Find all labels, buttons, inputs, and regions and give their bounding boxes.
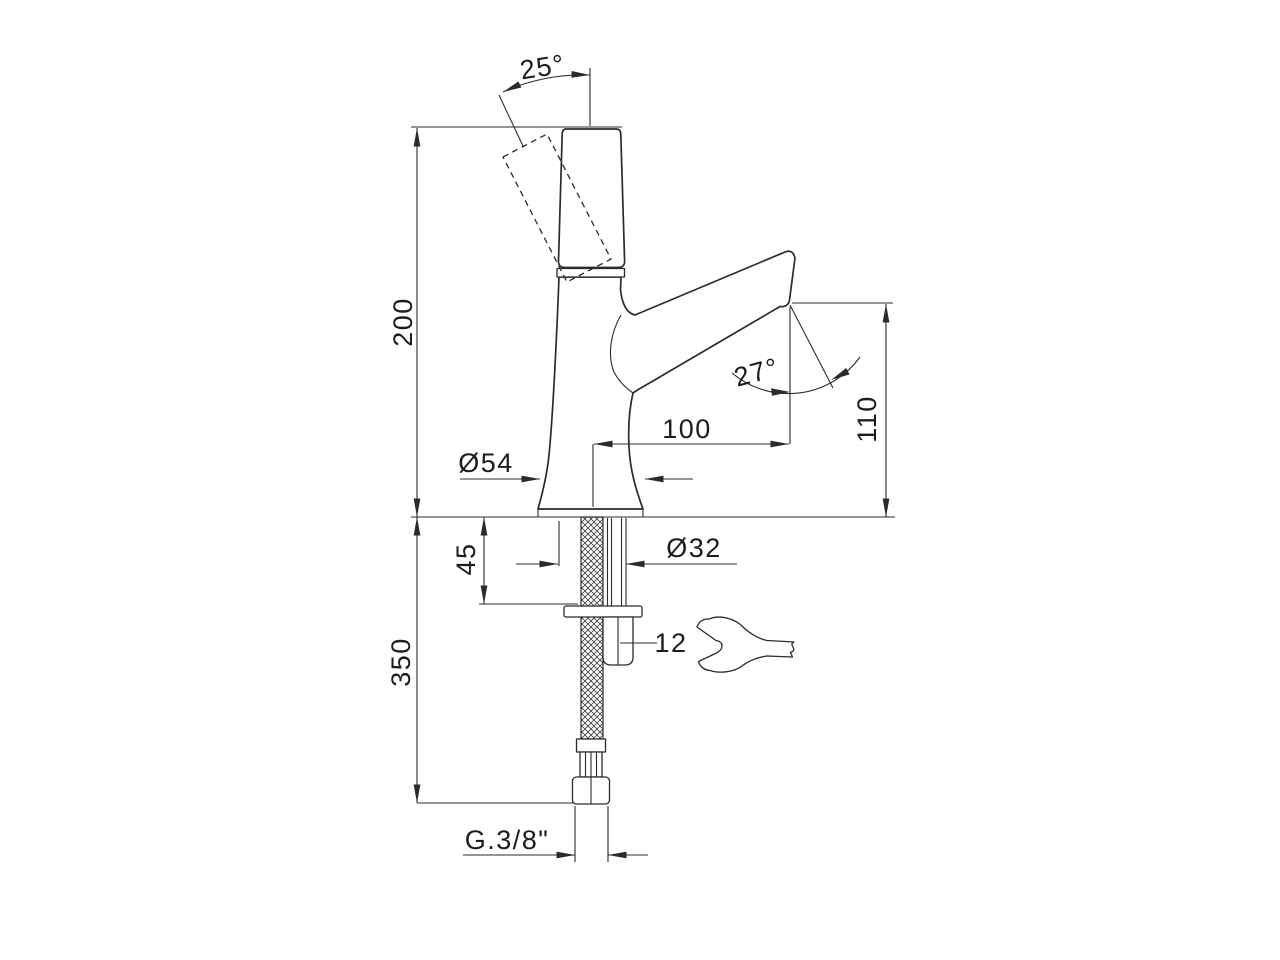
base-pedestal-edges (537, 509, 644, 517)
hose-fitting-rib-lines (584, 752, 598, 777)
braided-supply-hose (580, 516, 604, 740)
clamp-depth-label: 45 (451, 542, 481, 575)
faucet-handle (557, 128, 626, 269)
under-counter-assembly (563, 516, 643, 805)
handle-angle-arc (502, 70, 591, 93)
hose-length-label: 350 (386, 637, 416, 687)
shank-diameter-label: Ø32 (666, 533, 722, 563)
spout-height-label: 110 (852, 395, 882, 443)
handle-tilted-dashed-outline (502, 133, 612, 283)
shank-tube-lines (606, 518, 627, 606)
dimension-lines (413, 70, 890, 859)
spout-angle-label: 27° (731, 352, 783, 393)
handle-angle-label: 25° (518, 49, 567, 86)
handle-angle-slant-extension (498, 94, 524, 147)
spout-angle-arrowhead-lower (771, 388, 790, 396)
hose-ferrule (575, 738, 607, 753)
mounting-flange (563, 605, 643, 618)
base-diameter-label: Ø54 (458, 448, 514, 478)
spout-angle-diagonal-line (789, 304, 834, 389)
spout-reach-label: 100 (662, 414, 712, 444)
extension-lines (411, 68, 895, 862)
wrench-icon (696, 616, 795, 673)
handle-ring-collar (556, 267, 626, 278)
supply-thread-label: G.3/8" (465, 825, 550, 855)
overall-height-label: 200 (388, 297, 418, 347)
faucet-above-deck (502, 128, 796, 517)
spout-angle-arrowhead-upper (831, 368, 850, 380)
dimension-labels: 200 350 45 110 100 Ø54 Ø32 G.3/8" 12 25°… (386, 49, 882, 855)
nut-width-label: 12 (654, 628, 687, 658)
spout-body-seam-line (609, 314, 634, 394)
